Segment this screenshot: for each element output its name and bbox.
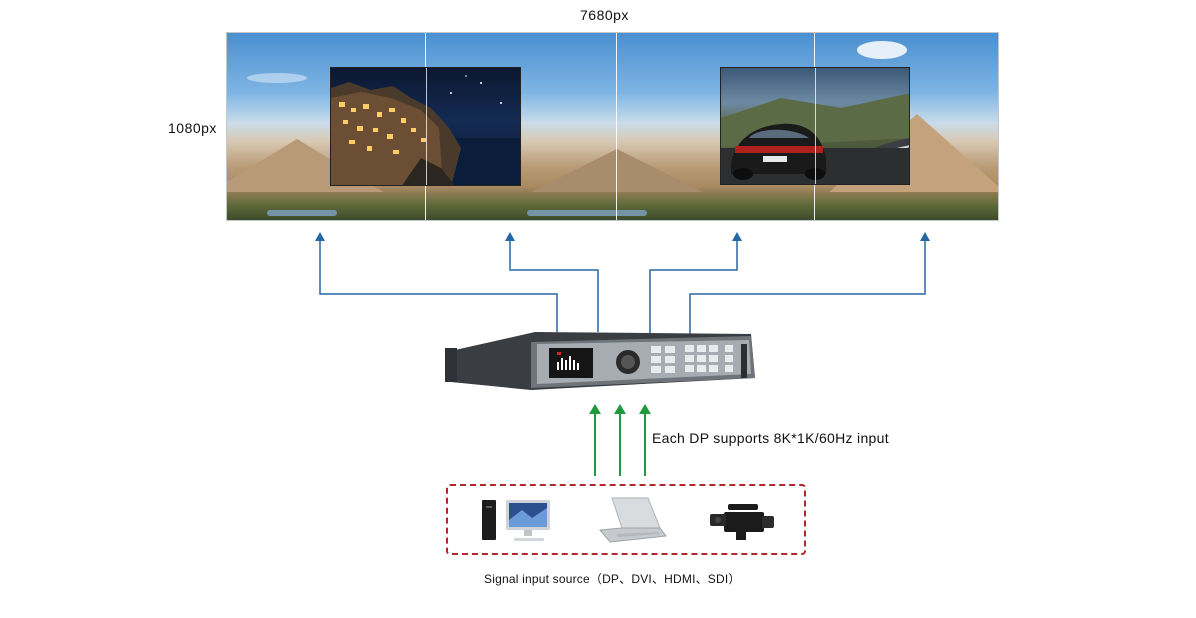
panel-divider — [426, 68, 427, 185]
wall-height-label: 1080px — [168, 120, 217, 136]
city-night-window — [330, 67, 521, 186]
video-camera-icon — [706, 500, 778, 542]
input-arrowhead — [614, 404, 626, 414]
city-night-scene — [331, 75, 520, 185]
output-line-2 — [509, 238, 599, 332]
cloud — [857, 41, 907, 59]
video-wall — [226, 32, 999, 221]
video-processor — [445, 330, 761, 392]
sports-car-scene — [721, 93, 909, 184]
output-arrowhead — [315, 232, 325, 241]
laptop-icon — [598, 496, 668, 546]
panel-divider — [815, 68, 816, 184]
output-line-4 — [689, 238, 926, 338]
dp-input-note: Each DP supports 8K*1K/60Hz input — [652, 430, 889, 446]
ground-strip — [227, 192, 998, 220]
water — [527, 210, 647, 216]
water — [267, 210, 337, 216]
input-arrowhead — [639, 404, 651, 414]
output-line-1 — [319, 238, 558, 332]
panel-divider — [616, 33, 617, 220]
output-arrowhead — [920, 232, 930, 241]
sports-car-window — [720, 67, 910, 185]
mountain — [527, 149, 707, 194]
cloud — [247, 73, 307, 83]
output-arrowhead — [732, 232, 742, 241]
output-line-3 — [649, 238, 738, 336]
wall-width-label: 7680px — [580, 7, 629, 23]
input-arrowhead — [589, 404, 601, 414]
video-processor-device — [445, 332, 755, 390]
desktop-computer-icon — [480, 498, 554, 544]
output-arrowhead — [505, 232, 515, 241]
signal-source-caption: Signal input source（DP、DVI、HDMI、SDI） — [484, 572, 741, 586]
signal-source-box — [446, 484, 806, 555]
